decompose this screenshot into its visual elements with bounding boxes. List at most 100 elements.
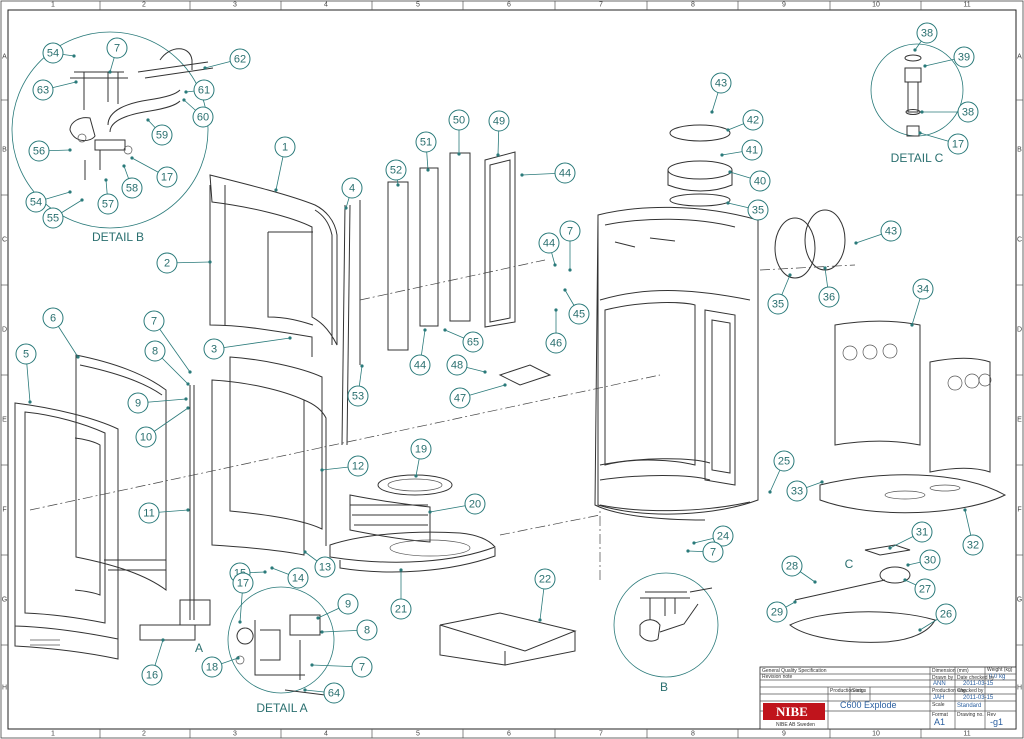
zone-row-right-F: F [1017, 507, 1021, 514]
callout-circle-42 [742, 109, 764, 131]
callout-42: 42 [742, 109, 764, 131]
callout-circle-29 [766, 601, 788, 623]
callout-number-1: 1 [282, 142, 288, 154]
callout-43: 43 [710, 72, 732, 94]
leader-dot-6-43 [76, 355, 80, 359]
callout-number-30: 30 [924, 555, 936, 567]
leader-dot-61-4 [184, 90, 188, 94]
tb-date-checked: 2011-03-15 [963, 681, 994, 687]
part-12-13-back-panel [211, 356, 327, 556]
callout-35: 35 [767, 293, 789, 315]
callout-number-29: 29 [771, 607, 783, 619]
callout-circle-38 [916, 22, 938, 44]
leader-dot-44-23 [423, 328, 427, 332]
callout-number-52: 52 [390, 165, 402, 177]
callout-circle-62 [229, 48, 251, 70]
callout-circle-33 [786, 480, 808, 502]
callout-number-24: 24 [717, 531, 729, 543]
tb-dimension-label: Dimension (mm) [932, 668, 969, 674]
zone-col-top-5: 5 [416, 2, 420, 9]
callout-39: 39 [953, 46, 975, 68]
leader-dot-42-32 [726, 128, 730, 132]
detail-b-circle [11, 31, 209, 229]
callout-number-62: 62 [234, 54, 246, 66]
callout-40: 40 [749, 170, 771, 192]
callout-circle-49 [488, 110, 510, 132]
callout-19: 19 [410, 438, 432, 460]
callout-circle-43 [710, 72, 732, 94]
part-5-door-frame [14, 402, 119, 660]
callout-circle-11 [138, 502, 160, 524]
leader-dot-26-76 [918, 628, 922, 632]
zone-col-bottom-6: 6 [507, 731, 511, 738]
leader-dot-49-20 [496, 153, 500, 157]
leader-dot-5-44 [28, 400, 32, 404]
leader-dot-13-51 [303, 550, 307, 554]
part-28-lever [794, 579, 886, 601]
zone-row-right-E: E [1017, 417, 1022, 424]
part-31-bracket [864, 544, 911, 556]
part-35-gasket-top [669, 193, 731, 207]
leader-dot-7-59 [310, 663, 314, 667]
callout-52: 52 [385, 159, 407, 181]
callout-circle-26 [935, 603, 957, 625]
callout-number-13: 13 [319, 562, 331, 574]
callout-30: 30 [919, 549, 941, 571]
callout-8: 8 [144, 340, 166, 362]
part-49-glass-frame [484, 151, 516, 328]
callout-number-19: 19 [415, 444, 427, 456]
callout-51: 51 [415, 131, 437, 153]
tb-drawn-by: ANN [933, 681, 946, 687]
callout-29: 29 [766, 601, 788, 623]
zone-col-top-9: 9 [782, 2, 786, 9]
tb-company: NIBE AB Sweden [776, 722, 815, 728]
tb-date-checked-label: Date checked by [957, 675, 995, 681]
leader-dot-17-8 [130, 156, 134, 160]
zone-col-bottom-5: 5 [416, 731, 420, 738]
leader-dot-58-9 [122, 164, 126, 168]
callout-circle-2 [156, 252, 178, 274]
callout-number-18: 18 [206, 662, 218, 674]
callout-number-25: 25 [778, 456, 790, 468]
leader-dot-17-55 [238, 620, 242, 624]
zone-row-right-A: A [1017, 54, 1022, 61]
callout-number-47: 47 [454, 393, 466, 405]
callout-number-7: 7 [114, 43, 120, 55]
part-26-floor-plate [789, 611, 936, 643]
leader-dot-55-12 [80, 198, 84, 202]
callout-circle-35 [767, 293, 789, 315]
callout-26: 26 [935, 603, 957, 625]
callout-circle-6 [42, 307, 64, 329]
callout-number-17: 17 [237, 578, 249, 590]
callout-number-44: 44 [414, 360, 426, 372]
tb-format-label: Format [932, 712, 948, 718]
callout-number-14: 14 [292, 573, 304, 585]
leader-dot-20-62 [428, 510, 432, 514]
callout-circle-48 [446, 354, 468, 376]
zone-col-bottom-2: 2 [142, 731, 146, 738]
callout-number-39: 39 [958, 52, 970, 64]
callout-circle-8 [356, 619, 378, 641]
zone-col-top-3: 3 [233, 2, 237, 9]
leader-dot-11-49 [186, 508, 190, 512]
callout-circle-8 [144, 340, 166, 362]
nibe-logo-text: NIBE [776, 704, 808, 719]
leader-dot-25-67 [768, 490, 772, 494]
callout-57: 57 [97, 193, 119, 215]
zone-col-top-7: 7 [599, 2, 603, 9]
leader-dot-43-31 [710, 110, 714, 114]
callout-circle-12 [347, 455, 369, 477]
callout-circle-17 [232, 572, 254, 594]
zone-col-top-1: 1 [51, 2, 55, 9]
tb-production-label: Production eng. [830, 688, 865, 694]
tb-scale: Standard [957, 703, 981, 709]
part-20-liner [349, 494, 431, 543]
callout-circle-44 [554, 162, 576, 184]
callout-9: 9 [337, 593, 359, 615]
leader-dot-29-75 [793, 600, 797, 604]
centerline-2 [359, 259, 546, 301]
callout-circle-52 [385, 159, 407, 181]
